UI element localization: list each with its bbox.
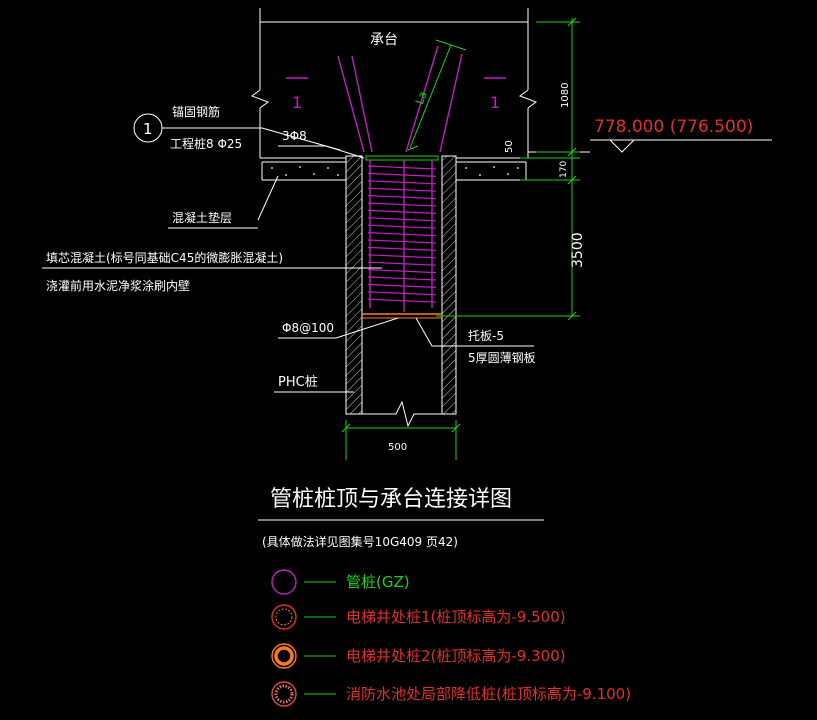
legend-item-elevator-pile-1: 电梯井处桩1(桩顶标高为-9.500) [271,604,566,630]
stirrup-turn [367,224,437,229]
phc-pile-label: PHC桩 [278,375,318,390]
legend-item-elevator-pile-2: 电梯井处桩2(桩顶标高为-9.300) [271,643,566,669]
section-mark-right-label: 1 [490,93,500,112]
cap-label: 承台 [370,32,398,48]
cushion-label: 混凝土垫层 [172,210,232,225]
stirrup-turn [367,165,437,170]
detail-subtitle: (具体做法详见图集号10G409 页42) [262,534,458,549]
section-mark-left: 1 [286,77,308,112]
anchor-length-label: La [413,90,430,107]
pile-legend: 管桩(GZ) 电梯井处桩1(桩顶标高为-9.500) 电梯井处桩2(桩顶标高为-… [271,569,631,707]
elevation-marker: 778.000 (776.500) [590,117,772,153]
stirrup-count-label: 3Φ8 [282,129,307,143]
legend-label-fire-pool-pile: 消防水池处局部降低桩(桩顶标高为-9.100) [346,685,631,703]
elevation-label: 778.000 (776.500) [594,117,753,137]
detail-bubble: 1 [133,113,262,143]
stirrup-leader [278,145,365,159]
vertical-dimensions: 1080 50 170 3500 [436,17,586,321]
stirrup-turn [367,283,437,288]
detail-title: 管桩桩顶与承台连接详图 [270,487,512,512]
detail-bubble-number: 1 [143,120,153,138]
pile-wall-left [345,155,363,415]
stirrup-turn [367,180,437,185]
anchor-length-dimension: La [407,39,467,151]
stirrup-turn [367,254,437,259]
spiral-rebar-label: Φ8@100 [282,321,334,335]
legend-label-elevator-pile-2: 电梯井处桩2(桩顶标高为-9.300) [346,647,566,665]
dim-1080: 1080 [560,83,571,108]
pile-rebar-label: 工程桩8 Φ25 [170,136,242,151]
plate-label-2: 5厚圆薄钢板 [468,350,536,365]
stirrup-turn [367,202,437,207]
legend-label-elevator-pile-1: 电梯井处桩1(桩顶标高为-9.500) [346,608,566,626]
dim-50: 50 [504,140,515,153]
section-mark-left-label: 1 [292,93,302,112]
cushion-leader [257,175,279,221]
pile-width-dimension: 500 [341,420,461,460]
stirrup-turn [367,269,437,274]
stirrup-turn [367,291,437,296]
section-mark-right: 1 [484,77,506,112]
rebar-cage [365,155,439,312]
fill-concrete-label: 填芯混凝土(标号同基础C45的微膨胀混凝土) [46,250,283,265]
legend-item-fire-pool-pile: 消防水池处局部降低桩(桩顶标高为-9.100) [271,681,631,707]
anchor-rebar-label: 锚固钢筋 [172,104,220,119]
stirrup-turn [367,298,437,303]
stirrup-turn [367,261,437,266]
pile-wall-right [441,155,457,415]
stirrup-turn [367,239,437,244]
stirrup-turn [367,276,437,281]
legend-label-gz: 管桩(GZ) [346,573,410,591]
dim-170: 170 [559,161,569,178]
dim-500: 500 [388,442,407,453]
stirrup-turn [367,172,437,177]
stirrup-turn [367,232,437,237]
anchor-bars [337,45,463,153]
plate-label-1: 托板-5 [468,329,504,343]
steel-plate [362,313,442,319]
dim-3500: 3500 [570,232,586,268]
inner-wall-wash-label: 浇灌前用水泥净浆涂刷内壁 [46,278,190,293]
stirrup-turn [367,217,437,222]
stirrup-turn [367,187,437,192]
pile-break-line [346,400,456,428]
plate-leader [415,317,534,347]
stirrup-turn [367,246,437,251]
stirrup-turn [367,209,437,214]
spiral-stirrups [367,165,437,303]
spiral-leader [278,317,399,339]
stirrup-turn [367,195,437,200]
concrete-cushion-layer [261,161,527,181]
legend-item-gz: 管桩(GZ) [271,569,410,595]
